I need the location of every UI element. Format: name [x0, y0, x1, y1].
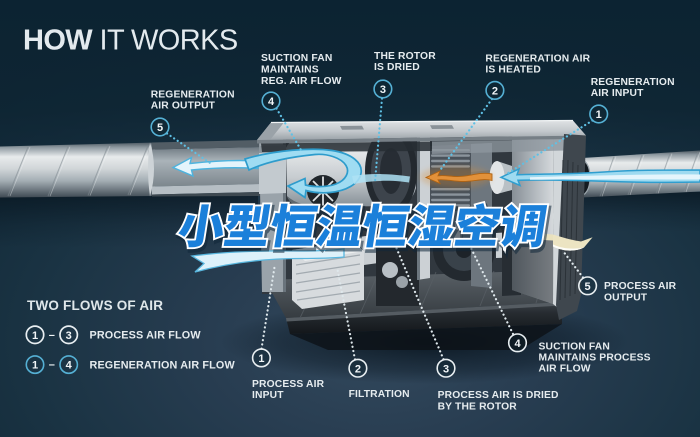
svg-text:PROCESS AIR: PROCESS AIR [252, 379, 325, 390]
svg-text:SUCTION FAN: SUCTION FAN [261, 53, 332, 64]
svg-text:TWO FLOWS OF AIR: TWO FLOWS OF AIR [27, 298, 163, 313]
svg-text:1: 1 [32, 330, 38, 342]
svg-text:4: 4 [268, 96, 275, 108]
svg-text:HOW IT WORKS: HOW IT WORKS [23, 25, 238, 57]
svg-text:–: – [49, 329, 55, 341]
svg-text:OUTPUT: OUTPUT [604, 293, 648, 304]
svg-text:AIR OUTPUT: AIR OUTPUT [151, 100, 216, 111]
svg-text:–: – [49, 359, 55, 371]
svg-text:1: 1 [258, 353, 264, 365]
svg-text:IS HEATED: IS HEATED [485, 65, 541, 76]
svg-text:REGENERATION: REGENERATION [151, 89, 235, 100]
svg-text:5: 5 [585, 281, 591, 293]
svg-text:AIR FLOW: AIR FLOW [539, 364, 591, 375]
svg-text:REGENERATION AIR FLOW: REGENERATION AIR FLOW [90, 359, 236, 371]
svg-text:REGENERATION: REGENERATION [591, 77, 675, 88]
svg-text:MAINTAINS: MAINTAINS [261, 65, 319, 76]
svg-text:IS DRIED: IS DRIED [374, 62, 420, 73]
svg-text:4: 4 [66, 360, 73, 372]
svg-text:FILTRATION: FILTRATION [349, 389, 410, 400]
svg-text:3: 3 [66, 330, 72, 342]
svg-text:PROCESS AIR: PROCESS AIR [604, 281, 677, 292]
svg-text:REGENERATION AIR: REGENERATION AIR [485, 54, 590, 65]
svg-text:REG. AIR FLOW: REG. AIR FLOW [261, 76, 342, 87]
svg-text:1: 1 [32, 360, 38, 372]
svg-text:2: 2 [355, 363, 361, 375]
svg-text:PROCESS AIR FLOW: PROCESS AIR FLOW [90, 330, 202, 342]
svg-text:3: 3 [380, 84, 386, 96]
svg-text:PROCESS AIR IS DRIED: PROCESS AIR IS DRIED [438, 390, 559, 401]
svg-text:AIR INPUT: AIR INPUT [591, 88, 644, 99]
svg-text:2: 2 [492, 86, 498, 98]
svg-text:MAINTAINS PROCESS: MAINTAINS PROCESS [539, 353, 651, 364]
svg-text:THE ROTOR: THE ROTOR [374, 51, 436, 62]
svg-text:INPUT: INPUT [252, 390, 284, 401]
svg-text:5: 5 [157, 122, 163, 134]
svg-text:3: 3 [443, 363, 449, 375]
svg-text:SUCTION FAN: SUCTION FAN [539, 341, 610, 352]
svg-text:4: 4 [514, 338, 521, 350]
svg-text:BY THE ROTOR: BY THE ROTOR [438, 401, 518, 412]
svg-text:1: 1 [596, 109, 602, 121]
